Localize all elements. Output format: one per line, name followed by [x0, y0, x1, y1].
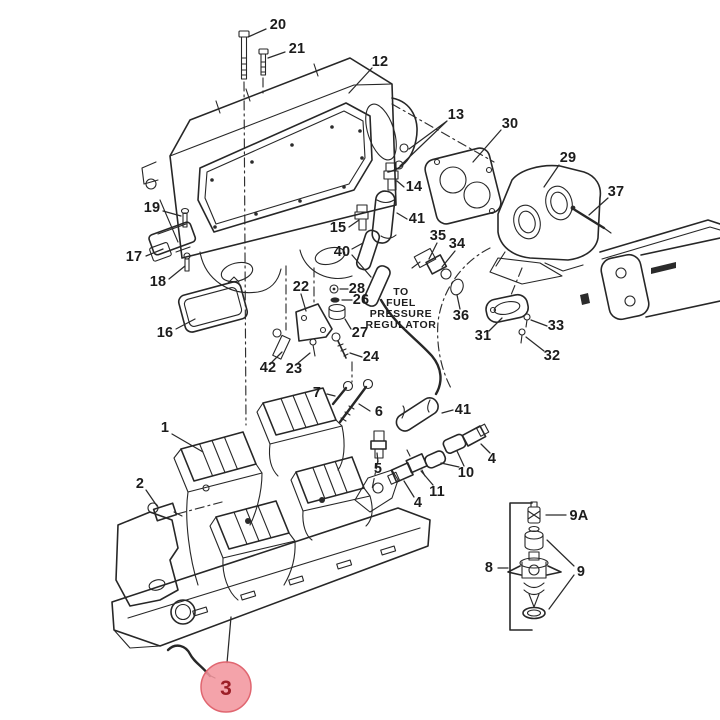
- sensor-2: [147, 502, 183, 522]
- bolt-21: [258, 48, 269, 76]
- injector-detail-8-9: [507, 501, 562, 631]
- leader-lines: [145, 28, 609, 679]
- nut-28: [329, 284, 339, 294]
- hose-41-lower: [395, 397, 439, 432]
- screw-18: [183, 252, 191, 272]
- hose-41-upper: [371, 190, 397, 244]
- sender-34-35: [411, 247, 452, 280]
- pin-37: [570, 205, 612, 234]
- screw-32: [518, 328, 526, 344]
- washer-26: [330, 297, 340, 303]
- highlight-circle[interactable]: [201, 662, 251, 712]
- stud-7: [331, 380, 354, 406]
- bolt-20: [238, 30, 250, 80]
- map-sensor-17: [148, 221, 197, 262]
- upper-plenum-12: [141, 57, 418, 294]
- end-seal-3: [166, 644, 212, 678]
- gasket-16: [177, 276, 249, 333]
- hose-40: [355, 229, 391, 307]
- throttle-body-29: [489, 164, 602, 285]
- flame-arrestor-cover: [580, 219, 720, 321]
- fitting-4-bottom: [387, 462, 414, 485]
- grommet-27: [328, 303, 346, 321]
- note-line-2: FUEL: [386, 297, 416, 309]
- bracket-22: [295, 303, 333, 342]
- bolt-24: [331, 332, 349, 359]
- screw-19: [180, 207, 190, 228]
- fitting-4-right: [461, 423, 490, 447]
- screw-33: [523, 313, 531, 328]
- note-line-4: REGULATOR: [366, 319, 437, 331]
- fuel-regulator-hose: [379, 298, 442, 396]
- o-ring-36: [450, 278, 464, 296]
- highlight-ring: [200, 661, 252, 713]
- note-line-3: PRESSURE: [370, 308, 433, 320]
- gasket-30: [424, 147, 502, 225]
- fitting-14: [383, 162, 399, 191]
- note-line-1: TO: [393, 286, 409, 298]
- stud-6: [338, 378, 374, 424]
- adapter-31: [485, 293, 529, 324]
- fitting-5: [370, 430, 387, 459]
- lower-manifold-1: [111, 387, 431, 649]
- screw-42: [272, 328, 291, 360]
- highlight-label: 3: [220, 677, 232, 700]
- note-to-fuel-pressure-regulator: TO FUEL PRESSURE REGULATOR: [366, 286, 437, 331]
- highlight-circle-3[interactable]: 3: [200, 661, 252, 713]
- pin-23: [309, 338, 317, 357]
- fitting-15: [354, 204, 369, 231]
- fitting-11: [405, 449, 428, 477]
